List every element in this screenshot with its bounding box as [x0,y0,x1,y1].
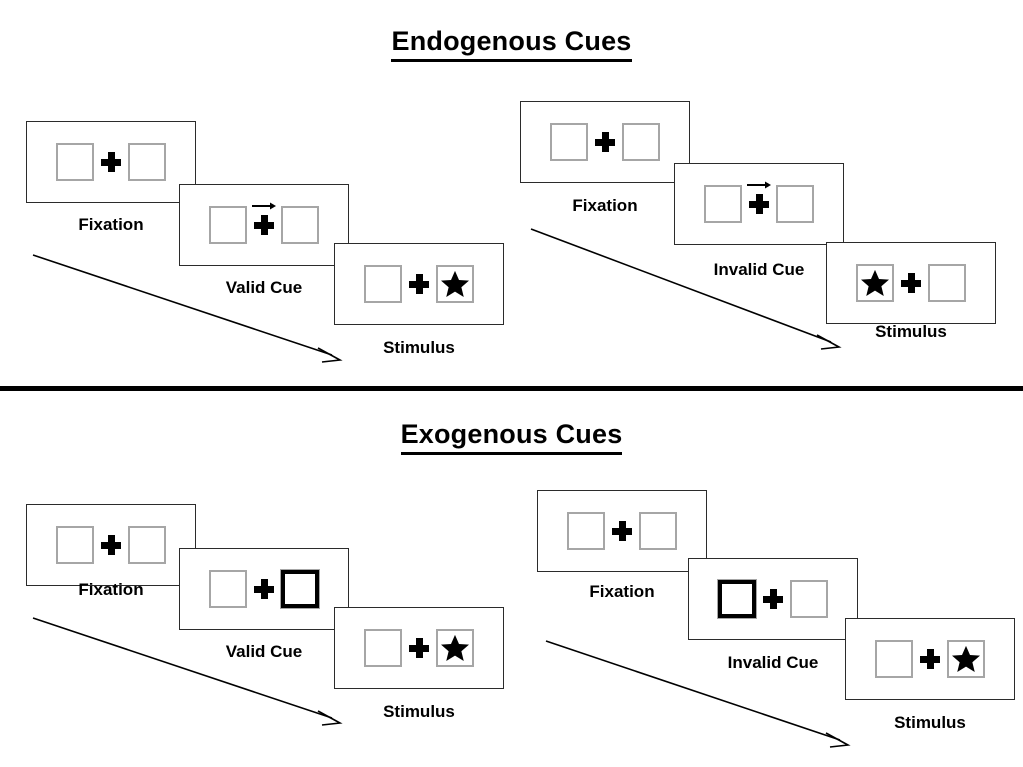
plus-icon [254,215,274,235]
right-box [790,580,828,618]
frame-exogenous-invalid-fixation [537,490,707,572]
frame-content [56,143,166,181]
left-box [364,265,402,303]
plus-icon [409,638,429,658]
frame-content [550,123,660,161]
frame-content [209,569,320,609]
left-box [567,512,605,550]
fixation-plus [402,274,436,294]
right-box [128,526,166,564]
plus-icon [920,649,940,669]
star-icon [441,270,469,297]
fixation-plus [247,202,281,235]
section-title-exogenous: Exogenous Cues [0,419,1023,455]
left-box [209,206,247,244]
left-box [209,570,247,608]
left-box [364,629,402,667]
label-exogenous-invalid-cue: Invalid Cue [727,653,819,672]
fixation-plus [894,273,928,293]
label-endogenous-valid-cue: Valid Cue [225,278,303,297]
star-icon [441,634,469,661]
left-box-cued [717,579,757,619]
right-box [776,185,814,223]
section-title-exogenous-text: Exogenous Cues [400,419,623,455]
fixation-plus [588,132,622,152]
label-exogenous-valid-stimulus: Stimulus [383,702,455,721]
frame-exogenous-valid-stimulus [334,607,504,689]
plus-icon [101,535,121,555]
time-arrow-endogenous-valid [32,254,343,363]
fixation-plus [247,579,281,599]
left-box [875,640,913,678]
label-endogenous-valid-fixation: Fixation [78,215,144,234]
fixation-plus [94,535,128,555]
right-box [928,264,966,302]
label-exogenous-valid-cue: Valid Cue [225,642,303,661]
time-arrow-exogenous-valid [32,617,343,726]
right-box [436,629,474,667]
arrow-right-icon [252,202,276,210]
label-exogenous-invalid-fixation: Fixation [589,582,655,601]
star-icon [952,645,980,672]
fixation-plus [742,181,776,214]
frame-content [567,512,677,550]
right-box [128,143,166,181]
frame-content [364,265,474,303]
right-box [622,123,660,161]
plus-icon [612,521,632,541]
arrow-right-icon [747,181,771,189]
section-title-endogenous: Endogenous Cues [0,26,1023,62]
frame-content [875,640,985,678]
frame-endogenous-invalid-cue [674,163,844,245]
frame-content [209,202,319,244]
frame-content [717,579,828,619]
label-exogenous-invalid-stimulus: Stimulus [894,713,966,732]
section-divider [0,386,1023,391]
frame-endogenous-valid-fixation [26,121,196,203]
frame-content [704,181,814,223]
star-icon [861,269,889,296]
plus-icon [763,589,783,609]
frame-content [56,526,166,564]
left-box [550,123,588,161]
label-endogenous-invalid-stimulus: Stimulus [875,322,947,341]
plus-icon [749,194,769,214]
frame-exogenous-invalid-cue [688,558,858,640]
left-box [56,143,94,181]
time-arrow-endogenous-invalid [530,228,842,350]
time-arrow-exogenous-invalid [545,640,851,748]
frame-endogenous-valid-cue [179,184,349,266]
plus-icon [409,274,429,294]
section-title-endogenous-text: Endogenous Cues [391,26,632,62]
left-box [856,264,894,302]
fixation-plus [756,589,790,609]
frame-exogenous-invalid-stimulus [845,618,1015,700]
fixation-plus [913,649,947,669]
fixation-plus [94,152,128,172]
frame-exogenous-valid-cue [179,548,349,630]
right-box [947,640,985,678]
plus-icon [101,152,121,172]
plus-icon [595,132,615,152]
frame-exogenous-valid-fixation [26,504,196,586]
frame-endogenous-valid-stimulus [334,243,504,325]
right-box [639,512,677,550]
right-box-cued [280,569,320,609]
label-endogenous-valid-stimulus: Stimulus [383,338,455,357]
fixation-plus [402,638,436,658]
fixation-plus [605,521,639,541]
label-endogenous-invalid-fixation: Fixation [572,196,638,215]
plus-icon [901,273,921,293]
label-exogenous-valid-fixation: Fixation [78,580,144,599]
label-endogenous-invalid-cue: Invalid Cue [713,260,805,279]
frame-content [364,629,474,667]
left-box [56,526,94,564]
left-box [704,185,742,223]
right-box [281,206,319,244]
frame-endogenous-invalid-fixation [520,101,690,183]
right-box [436,265,474,303]
plus-icon [254,579,274,599]
frame-endogenous-invalid-stimulus [826,242,996,324]
frame-content [856,264,966,302]
